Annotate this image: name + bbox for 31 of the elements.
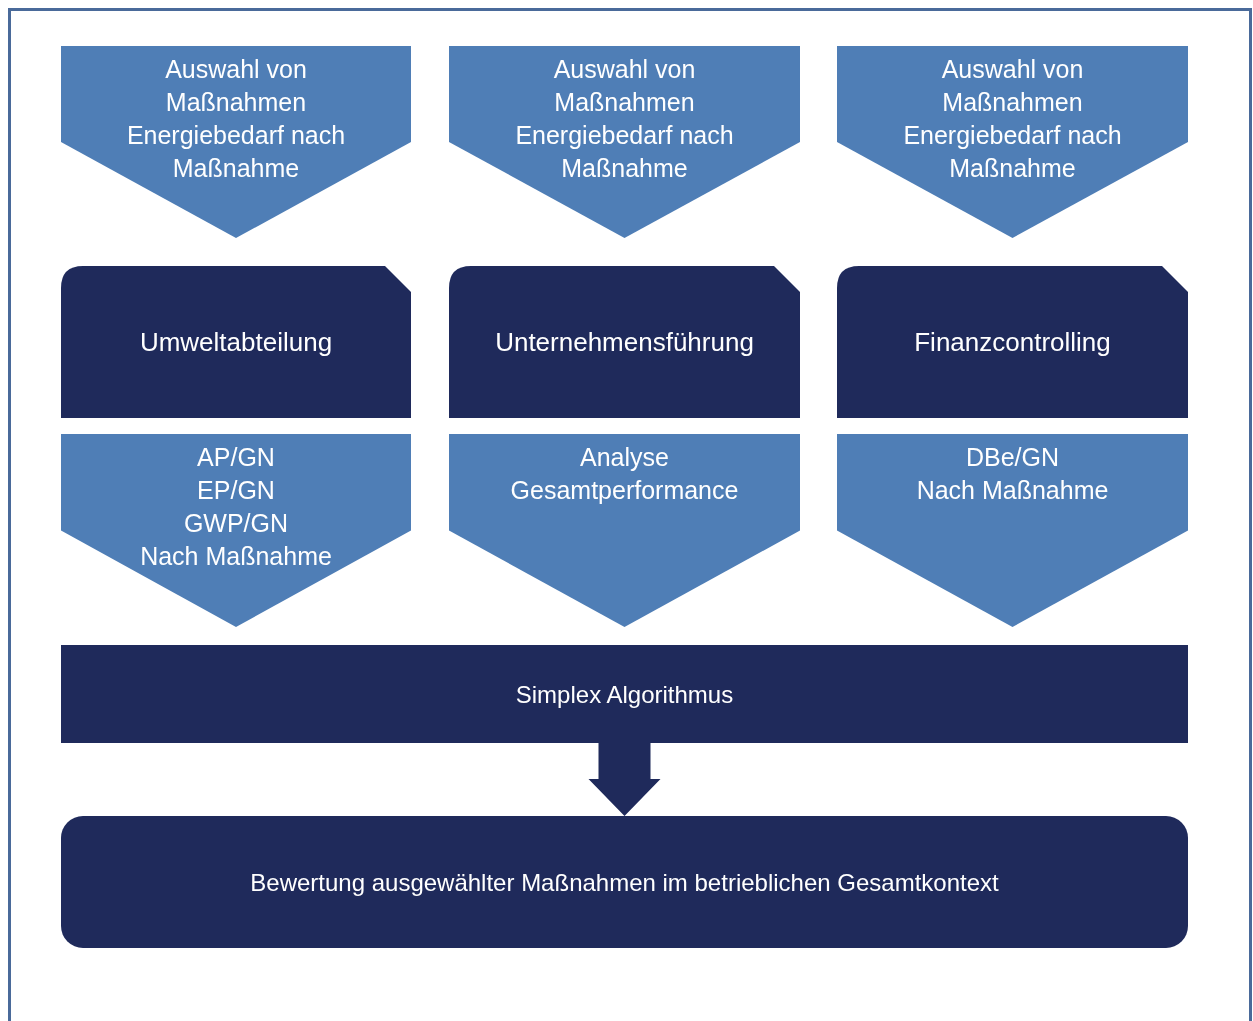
pentagon-box	[449, 46, 800, 238]
node-label: Auswahl von Maßnahmen	[940, 54, 1085, 118]
node-label: Auswahl von Maßnahmen	[164, 54, 308, 118]
node-label: Energiebedarf nach Maßnahme	[125, 120, 347, 184]
node-label: AP/GN	[197, 442, 275, 473]
node-label: Umweltabteilung	[139, 325, 333, 359]
node-label: EP/GN	[197, 475, 275, 506]
node-label: Gesamtperformance	[510, 475, 739, 506]
pentagon-box	[61, 434, 411, 627]
pentagon-box	[837, 434, 1188, 627]
node-label: Auswahl von Maßnahmen	[552, 54, 697, 118]
result-box	[61, 816, 1188, 948]
node-label: Energiebedarf nach Maßnahme	[514, 120, 735, 184]
node-label: Simplex Algorithmus	[515, 679, 734, 710]
process-box	[61, 266, 411, 418]
pentagon-box	[449, 434, 800, 627]
node-label: Energiebedarf nach Maßnahme	[902, 120, 1123, 184]
block-arrow	[588, 743, 661, 816]
process-bar	[61, 645, 1188, 743]
node-label: Nach Maßnahme	[140, 541, 332, 572]
node-label: Nach Maßnahme	[916, 475, 1109, 506]
pentagon-box	[61, 46, 411, 238]
node-label: GWP/GN	[183, 508, 289, 539]
node-label: Analyse	[580, 442, 669, 473]
node-label: Bewertung ausgewählter Maßnahmen im betrieblichen Gesamtkontext	[250, 867, 999, 898]
process-box	[837, 266, 1188, 418]
node-label: Unternehmensführung	[495, 325, 754, 359]
node-label: Finanzcontrolling	[914, 325, 1111, 359]
node-label: DBe/GN	[965, 442, 1060, 473]
process-box	[449, 266, 800, 418]
pentagon-box	[837, 46, 1188, 238]
